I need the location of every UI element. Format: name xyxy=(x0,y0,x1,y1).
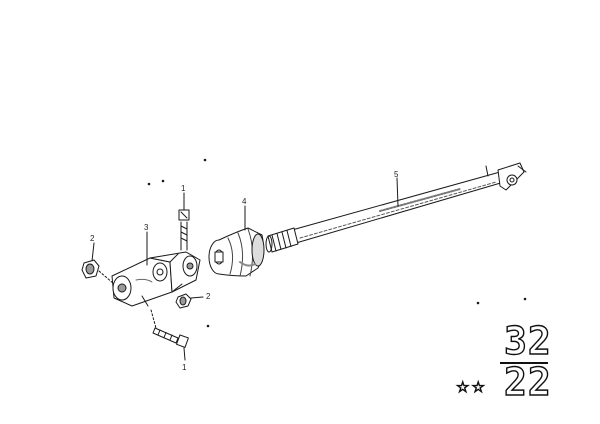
callout-3: 3 xyxy=(144,223,149,232)
stray-dot xyxy=(147,182,151,186)
callout-1-top: 1 xyxy=(181,184,186,193)
bolt-top xyxy=(178,209,190,251)
group-ref-divider xyxy=(500,362,548,364)
group-ref-bottom: 22 xyxy=(503,360,552,404)
stray-dot xyxy=(206,324,210,328)
leader-line-2-right xyxy=(190,296,204,299)
nut-right xyxy=(175,293,192,309)
callout-2-right: 2 xyxy=(206,292,211,301)
stray-dot xyxy=(203,158,207,162)
callout-4: 4 xyxy=(242,197,247,206)
nut-left xyxy=(81,259,100,279)
callout-5: 5 xyxy=(394,170,399,179)
leader-line-5 xyxy=(396,177,399,207)
leader-line-2-left xyxy=(91,242,95,262)
group-ref-top: 32 xyxy=(503,319,552,363)
stray-dot xyxy=(476,301,480,305)
bolt-bottom xyxy=(150,309,189,361)
steering-shaft xyxy=(265,162,527,253)
shaft-upper-end xyxy=(485,162,527,191)
callout-1-bottom: 1 xyxy=(182,363,187,372)
leader-line-nut-left xyxy=(98,270,115,285)
universal-joint xyxy=(111,251,201,307)
shaft-spline xyxy=(265,227,299,253)
callout-2-left: 2 xyxy=(90,234,95,243)
stray-dot xyxy=(523,297,527,301)
rubber-boot xyxy=(208,227,265,277)
star-icon: ☆☆ xyxy=(456,378,487,397)
stray-dot xyxy=(161,179,165,183)
